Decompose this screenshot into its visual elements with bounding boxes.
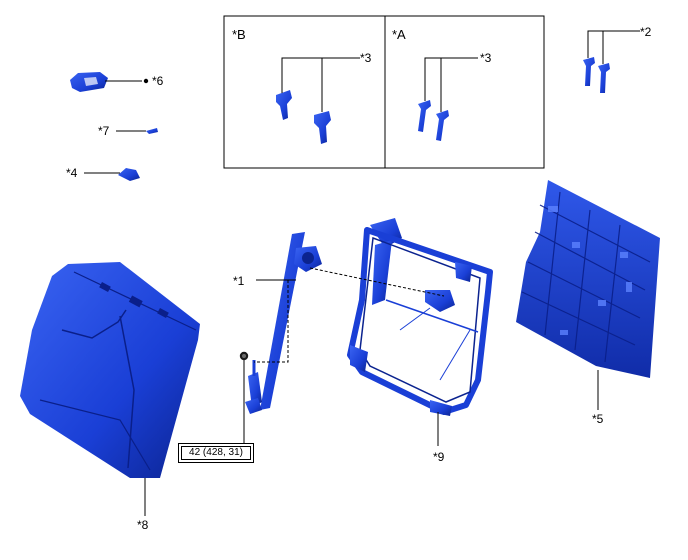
part-5-rear-board [516,180,660,410]
view-a-clips [418,57,478,141]
part-7-clip [116,128,158,134]
callout-3-view-a: *3 [480,51,492,65]
torque-spec-box: 42 (428, 31) [178,443,254,463]
callout-7: *7 [98,124,110,138]
callout-9: *9 [433,450,445,464]
assembly-guide-lines [254,267,445,363]
callout-1: *1 [233,274,245,288]
part-6-bezel [70,72,149,92]
view-b-clips [276,57,360,144]
part-8-seatback-cushion [20,262,200,516]
part-2-clips [583,30,640,93]
callout-8: *8 [137,518,149,532]
part-9-seat-frame [347,218,493,446]
view-label-a: *A [392,27,406,42]
callout-3-view-b: *3 [360,51,372,65]
bolt [239,351,249,443]
torque-spec-value: 42 (428, 31) [181,446,251,460]
callout-2: *2 [640,25,652,39]
part-4-cover [84,168,140,181]
part-1-belt-retractor [245,232,322,414]
callout-4: *4 [66,166,78,180]
detail-view-frame [223,15,545,169]
callout-6: *6 [152,74,164,88]
view-label-b: *B [232,27,246,42]
callout-5: *5 [592,412,604,426]
